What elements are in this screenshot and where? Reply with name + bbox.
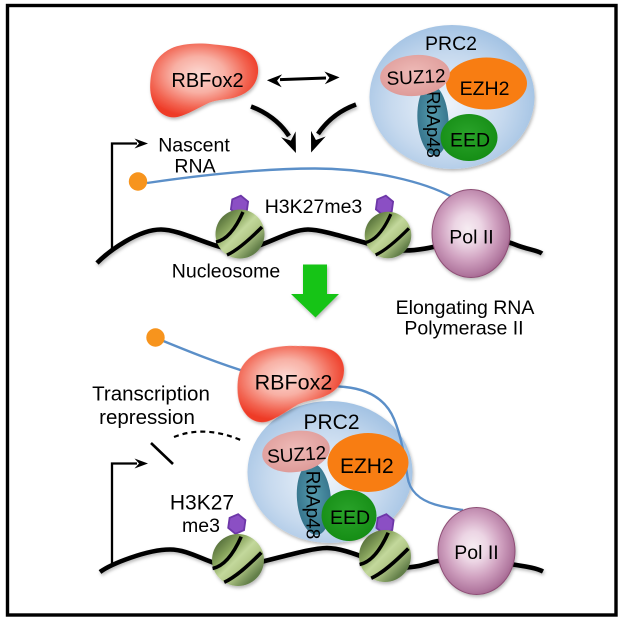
svg-text:Nucleosome: Nucleosome xyxy=(172,261,280,283)
svg-text:RBFox2: RBFox2 xyxy=(255,371,333,395)
svg-text:H3K27: H3K27 xyxy=(170,492,234,515)
svg-text:EED: EED xyxy=(330,507,370,529)
svg-text:EZH2: EZH2 xyxy=(340,455,394,478)
svg-text:H3K27me3: H3K27me3 xyxy=(265,196,363,218)
svg-text:Elongating RNA: Elongating RNA xyxy=(396,297,535,319)
svg-text:SUZ12: SUZ12 xyxy=(267,443,327,468)
svg-text:Pol II: Pol II xyxy=(449,227,493,249)
svg-text:RbAp48: RbAp48 xyxy=(423,91,444,158)
svg-text:EED: EED xyxy=(450,130,490,152)
svg-text:RNA: RNA xyxy=(174,156,215,178)
svg-text:Pol II: Pol II xyxy=(454,542,498,564)
svg-text:PRC2: PRC2 xyxy=(425,33,477,55)
svg-text:RbAp48: RbAp48 xyxy=(302,471,323,540)
svg-text:EZH2: EZH2 xyxy=(460,78,510,100)
svg-text:Polymerase II: Polymerase II xyxy=(404,318,523,340)
svg-text:PRC2: PRC2 xyxy=(303,411,359,434)
svg-text:me3: me3 xyxy=(182,515,220,537)
svg-text:repression: repression xyxy=(99,406,195,429)
svg-text:RBFox2: RBFox2 xyxy=(171,70,243,92)
svg-text:SUZ12: SUZ12 xyxy=(386,66,446,90)
svg-text:Nascent: Nascent xyxy=(158,135,230,157)
svg-text:Transcription: Transcription xyxy=(92,383,210,406)
